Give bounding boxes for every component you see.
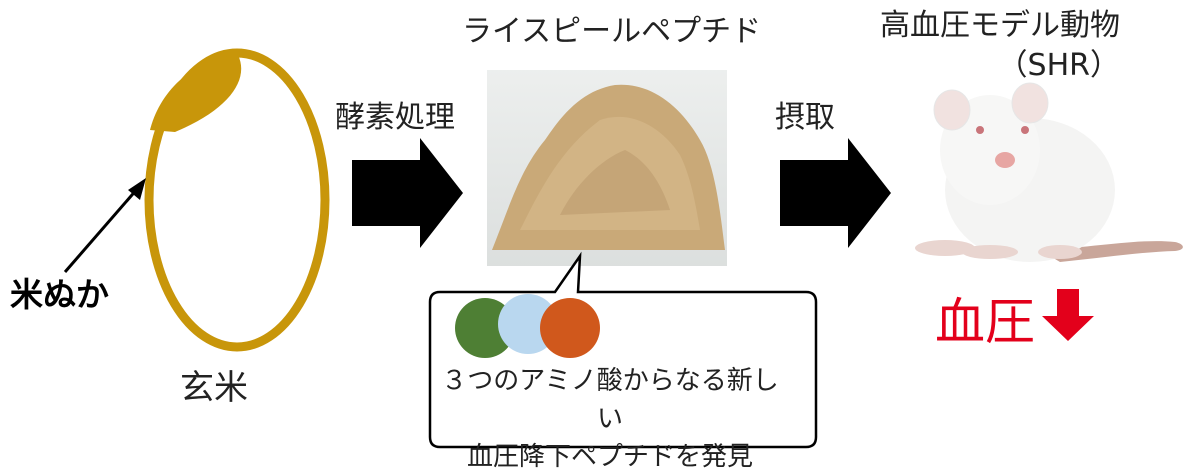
discovery-line1: ３つのアミノ酸からなる新しい <box>441 366 779 434</box>
enzyme-treatment-label: 酵素処理 <box>335 100 455 135</box>
process-arrow-2 <box>780 138 891 248</box>
animal-title-line2: （SHR） <box>997 48 1120 83</box>
pointer-arrow <box>63 178 146 273</box>
peptide-title: ライスピールペプチド <box>462 14 762 49</box>
down-arrow-icon <box>1042 289 1094 341</box>
process-arrow-1 <box>352 138 463 248</box>
rice-bran-label: 米ぬか <box>10 275 109 314</box>
amino-acid-orange <box>540 298 600 358</box>
brown-rice-label: 玄米 <box>180 368 248 408</box>
rice-grain-icon <box>144 48 330 352</box>
amino-acid-green <box>455 298 515 358</box>
rat-photo <box>915 82 1183 262</box>
intake-label: 摂取 <box>775 100 835 135</box>
rice-bran-cap <box>150 55 242 132</box>
rice-powder-photo <box>487 70 727 266</box>
discovery-line2: 血圧降下ペプチドを発見 <box>466 442 753 472</box>
blood-pressure-label: 血圧 <box>935 293 1035 351</box>
animal-title-line1: 高血圧モデル動物 <box>880 8 1120 43</box>
diagram-canvas <box>63 48 1183 449</box>
discovery-text: ３つのアミノ酸からなる新しい 血圧降下ペプチドを発見 <box>440 362 780 476</box>
animal-title: 高血圧モデル動物 （SHR） <box>880 6 1120 86</box>
